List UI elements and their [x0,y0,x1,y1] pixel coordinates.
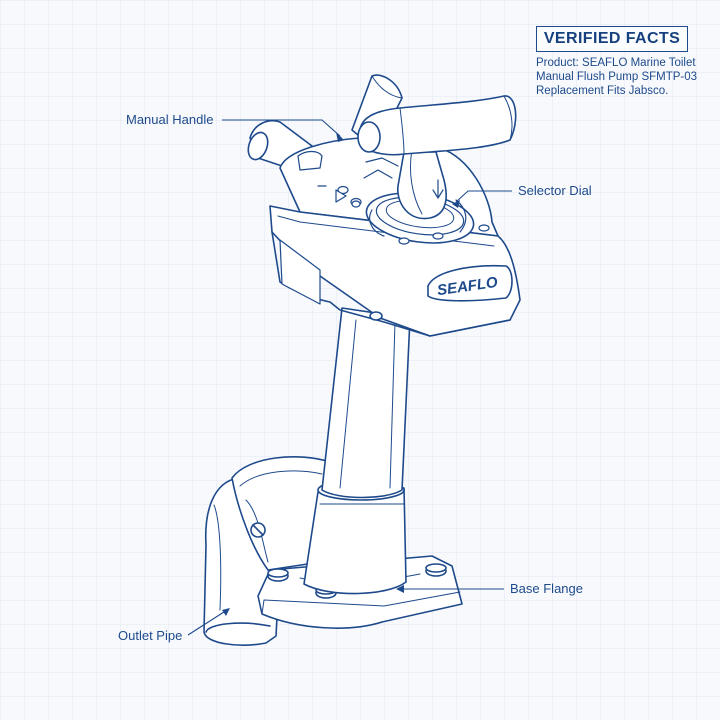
manual-handle-leader [222,119,341,137]
facts-line: Replacement Fits Jabsco. [536,85,669,97]
selector-dial [351,149,490,245]
manual-handle [357,95,517,156]
selector-dial-arrowhead [452,200,460,208]
outlet-pipe-label: Outlet Pipe [118,628,183,643]
manual-handle-label: Manual Handle [126,112,214,127]
facts-line: Product: SEAFLO Marine Toilet [536,57,696,69]
pump-tube [321,307,411,499]
selector-dial-leader [455,190,512,203]
seaflo-logo-badge [427,264,513,302]
facts-line: Manual Flush Pump SFMTP-03 [536,71,698,83]
outlet-pipe [203,456,335,646]
manual-handle-arrowhead [336,132,344,142]
outlet-pipe-leader [187,611,225,636]
selector-dial-label: Selector Dial [518,183,592,198]
outlet-pipe-arrowhead [222,608,230,616]
base-flange-arrowhead [396,585,404,593]
verified-facts-text: Product: SEAFLO Marine Toilet Manual Flu… [536,56,716,98]
base-flange-label: Base Flange [510,581,583,596]
verified-facts-heading: VERIFIED FACTS [536,26,688,52]
